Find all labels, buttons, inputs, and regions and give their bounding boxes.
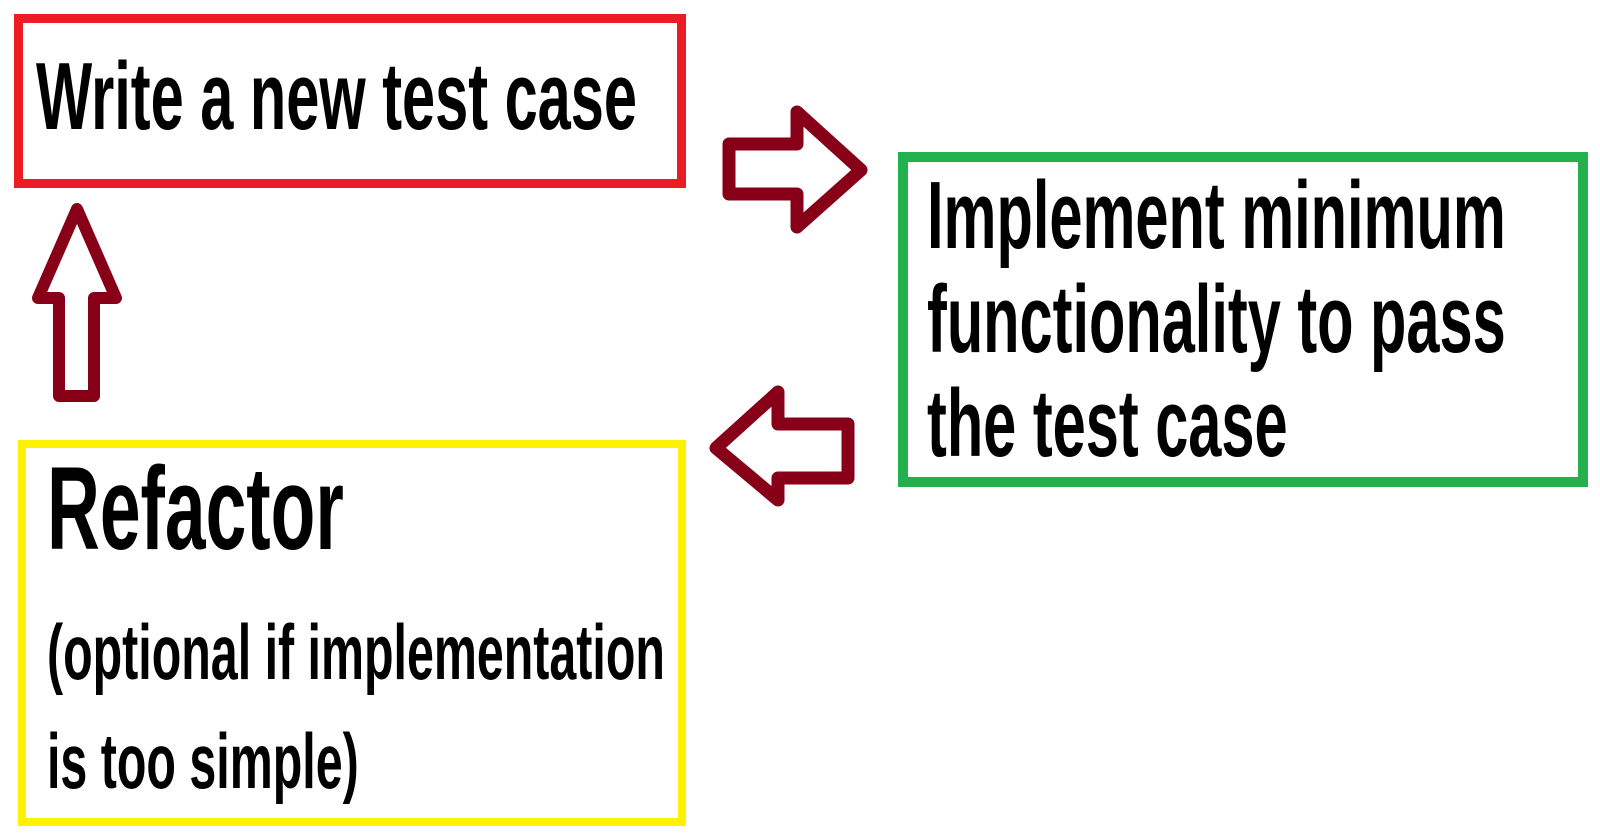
write-test-label: Write a new test case xyxy=(36,43,637,150)
arrow-left-icon xyxy=(709,385,855,507)
write-test-box: Write a new test case xyxy=(14,14,686,188)
implement-box: Implement minimum functionality to pass … xyxy=(898,152,1588,487)
implement-label-line2: functionality to pass xyxy=(927,265,1506,373)
refactor-box: Refactor (optional if implementation is … xyxy=(18,440,686,826)
implement-label-line1: Implement minimum xyxy=(927,161,1506,269)
arrow-up-icon xyxy=(32,203,122,402)
arrow-right-icon xyxy=(722,105,868,234)
implement-label-line3: the test case xyxy=(927,369,1288,477)
refactor-note-line1: (optional if implementation xyxy=(47,608,665,696)
refactor-note-line2: is too simple) xyxy=(47,717,359,805)
refactor-title: Refactor xyxy=(47,443,344,575)
